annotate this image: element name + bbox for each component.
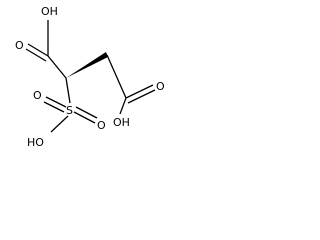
bond-c1-c2 <box>47 55 67 79</box>
atom-label-oh-sulfo: HO <box>27 136 44 149</box>
bond-c2-s <box>65 77 71 104</box>
atom-label-o-left-carboxyl: O <box>15 39 24 52</box>
atom-label-o-right-carboxyl: O <box>156 80 165 93</box>
bond-s-o-right-b <box>73 111 96 124</box>
bond-c1-o-double-b <box>25 48 47 62</box>
atom-label-oh-right: OH <box>113 116 130 129</box>
bond-c4-o-double-b <box>127 89 156 104</box>
bond-c4-oh <box>119 97 127 115</box>
bond-s-o-left-b <box>43 101 65 113</box>
atom-label-oh-top: OH <box>41 5 58 18</box>
bond-s-oh <box>50 115 69 133</box>
bond-c1-o-double-a <box>27 43 49 57</box>
bond-s-o-right-a <box>75 106 98 119</box>
atom-label-o-sulfonyl-left: O <box>33 89 42 102</box>
bond-s-o-left-a <box>45 96 67 108</box>
bond-c3-c4 <box>106 54 127 99</box>
bond-c4-o-double-a <box>125 84 154 99</box>
atom-label-o-sulfonyl-right: O <box>97 119 106 132</box>
atom-label-s: S <box>66 104 73 117</box>
wedge-bond-c2-c3 <box>66 52 108 78</box>
structure-diagram: OH O S O O HO O OH <box>15 5 165 149</box>
